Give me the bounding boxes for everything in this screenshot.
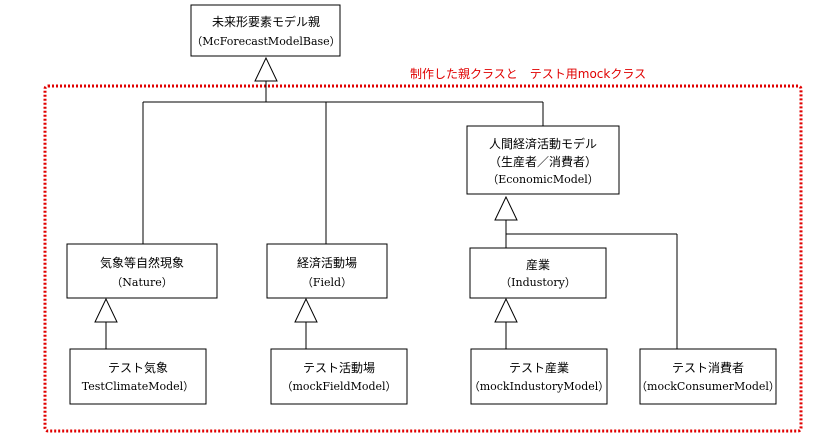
group-frame-label: 制作した親クラスと テスト用mockクラス: [410, 67, 646, 81]
class-box-test-climate: テスト気象 TestClimateModel）: [69, 348, 207, 405]
class-name: 未来形要素モデル親: [212, 14, 320, 29]
class-box-test-industry: テスト産業 （mockIndustoryModel）: [469, 348, 610, 405]
connectors: [105, 81, 678, 349]
class-id: （EconomicModel）: [487, 173, 599, 186]
class-id: （mockIndustoryModel）: [469, 380, 610, 393]
class-id: （mockConsumerModel）: [636, 380, 780, 393]
class-box-economic: 人間経済活動モデル （生産者／消費者） （EconomicModel）: [466, 125, 620, 195]
class-name: テスト消費者: [672, 360, 744, 375]
class-name: 産業: [526, 257, 550, 272]
class-name: 気象等自然現象: [100, 255, 184, 270]
class-name: 人間経済活動モデル: [489, 136, 597, 151]
class-id: （mockFieldModel）: [281, 380, 396, 393]
class-name: 経済活動場: [297, 255, 357, 270]
inheritance-arrow: [494, 297, 518, 323]
class-id: （Industory）: [500, 276, 576, 289]
class-box-test-consumer: テスト消費者 （mockConsumerModel）: [636, 348, 780, 405]
class-id: （McForecastModelBase）: [191, 35, 340, 48]
class-box-industry: 産業 （Industory）: [469, 247, 607, 299]
inheritance-arrow: [494, 195, 518, 221]
class-id: （Nature）: [111, 276, 172, 289]
class-id: （Field）: [302, 276, 352, 289]
class-box-base: 未来形要素モデル親 （McForecastModelBase）: [190, 4, 341, 57]
group-frame: [43, 84, 803, 433]
inheritance-arrow: [294, 297, 318, 323]
class-box-test-field: テスト活動場 （mockFieldModel）: [270, 348, 408, 405]
class-subtitle: （生産者／消費者）: [489, 154, 597, 169]
inheritance-arrow: [254, 56, 278, 82]
class-name: テスト産業: [509, 360, 569, 375]
class-name: テスト活動場: [303, 361, 375, 375]
class-name: テスト気象: [108, 360, 168, 375]
inheritance-arrow: [94, 297, 118, 323]
class-box-nature: 気象等自然現象 （Nature）: [66, 243, 218, 299]
class-id: TestClimateModel）: [82, 380, 194, 393]
class-box-field: 経済活動場 （Field）: [266, 243, 388, 299]
